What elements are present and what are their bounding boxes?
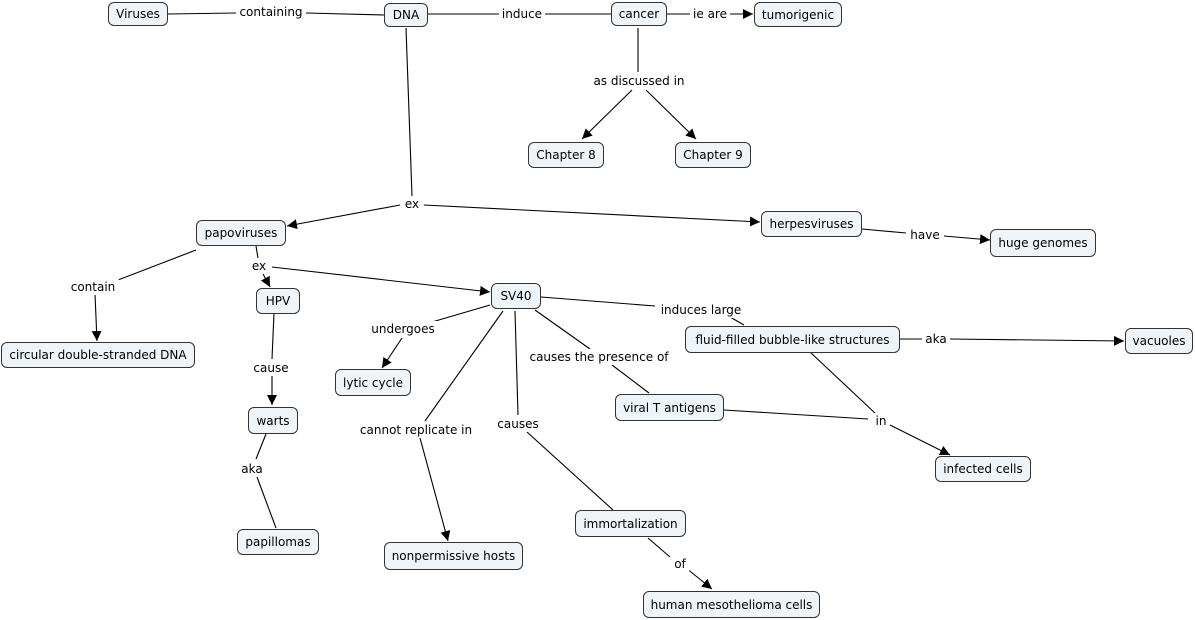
link-ex-dna: ex — [401, 196, 423, 212]
node-tumorigenic[interactable]: tumorigenic — [754, 2, 842, 27]
edge-cannot-nonpermissive — [419, 437, 451, 542]
edge-fluid-in — [809, 351, 877, 415]
node-cancer[interactable]: cancer — [611, 2, 667, 26]
link-causes-the-presence-of: causes the presence of — [526, 349, 672, 365]
edge-induces-fluid — [729, 316, 745, 326]
node-huge-genomes[interactable]: huge genomes — [990, 229, 1096, 257]
node-herpesviruses[interactable]: herpesviruses — [761, 211, 862, 237]
node-warts[interactable]: warts — [248, 407, 298, 434]
edge-ex-herpes — [423, 204, 761, 227]
node-human-mesothelioma-cells[interactable]: human mesothelioma cells — [643, 591, 820, 618]
edge-discussed-ch8 — [581, 89, 633, 140]
edge-sv40-causes — [514, 310, 519, 416]
edge-sv40-induces — [540, 296, 656, 307]
edge-immortal-of — [647, 537, 671, 558]
link-cause: cause — [250, 360, 292, 376]
node-immortalization[interactable]: immortalization — [575, 510, 686, 537]
link-ie-are: ie are — [690, 6, 730, 22]
edge-aka-papillomas — [256, 476, 277, 529]
link-contain: contain — [67, 279, 119, 295]
link-in: in — [872, 413, 890, 429]
edge-discussed-ch9 — [645, 89, 697, 140]
link-causes: causes — [494, 416, 542, 432]
link-have: have — [907, 227, 943, 243]
node-dna[interactable]: DNA — [384, 3, 428, 27]
node-chapter-9[interactable]: Chapter 9 — [675, 142, 751, 168]
link-ex-papoviruses: ex — [248, 258, 270, 274]
edge-papo-ex — [255, 245, 259, 259]
node-lytic-cycle[interactable]: lytic cycle — [335, 369, 411, 396]
edge-ex-hpv — [260, 271, 271, 288]
edge-ex-papo — [286, 204, 401, 230]
edge-sv40-cannot — [424, 310, 504, 422]
link-cannot-replicate-in: cannot replicate in — [356, 422, 476, 438]
node-viral-t-antigens[interactable]: viral T antigens — [615, 394, 724, 421]
node-vacuoles[interactable]: vacuoles — [1125, 328, 1193, 354]
edge-papo-contain — [117, 249, 197, 281]
link-of: of — [671, 556, 689, 572]
edge-undergoes-lytic — [381, 337, 403, 369]
link-aka-papillomas: aka — [238, 461, 266, 477]
edge-hpv-cause — [271, 312, 275, 360]
edge-dna-ex — [405, 27, 413, 197]
link-induce: induce — [498, 6, 546, 22]
edge-have-genomes — [943, 234, 991, 245]
edge-sv40-undergoes — [431, 304, 491, 323]
edge-viruses-containing — [167, 12, 237, 15]
edge-of-mesothelioma — [685, 567, 713, 590]
node-hpv[interactable]: HPV — [256, 288, 300, 314]
edge-causespresence-viral — [611, 364, 650, 394]
edge-viral-in — [723, 409, 869, 420]
edge-contain-circular — [91, 293, 102, 342]
edge-aka-vacuoles — [949, 335, 1125, 346]
edge-warts-aka — [255, 433, 267, 460]
link-aka-vacuoles: aka — [922, 331, 950, 347]
edge-in-infected — [889, 424, 951, 456]
node-papillomas[interactable]: papillomas — [237, 529, 319, 555]
link-undergoes: undergoes — [368, 321, 438, 337]
node-chapter-8[interactable]: Chapter 8 — [528, 142, 604, 168]
node-papoviruses[interactable]: papoviruses — [196, 220, 286, 246]
link-as-discussed-in: as discussed in — [590, 73, 688, 89]
edge-ex-sv40 — [271, 266, 491, 296]
edge-sv40-causespresence — [534, 309, 591, 350]
link-containing: containing — [236, 4, 306, 20]
node-sv40[interactable]: SV40 — [491, 283, 541, 309]
edge-herpes-have — [861, 228, 907, 234]
edge-causes-immortal — [526, 431, 614, 511]
node-fluid-filled[interactable]: fluid-filled bubble-like structures — [685, 326, 900, 353]
edge-containing-dna — [305, 12, 385, 16]
node-viruses[interactable]: Viruses — [108, 2, 168, 26]
node-circular-dna[interactable]: circular double-stranded DNA — [1, 342, 195, 368]
link-induces-large: induces large — [657, 302, 745, 318]
node-nonpermissive-hosts[interactable]: nonpermissive hosts — [384, 542, 523, 570]
node-infected-cells[interactable]: infected cells — [935, 456, 1031, 482]
